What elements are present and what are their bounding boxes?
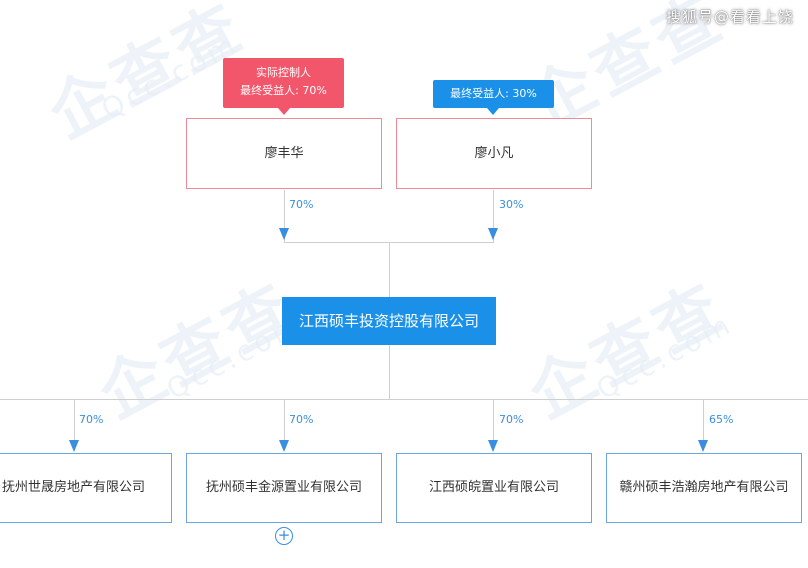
shareholder-name: 廖丰华 (264, 145, 304, 161)
shareholder-name: 廖小凡 (474, 145, 514, 161)
arrow-down-icon (488, 440, 498, 452)
share-percent: 70% (79, 413, 104, 426)
subsidiary-name: 抚州硕丰金源置业有限公司 (205, 480, 362, 495)
connector-sub1 (74, 399, 75, 440)
expand-plus-icon[interactable]: + (275, 527, 293, 545)
tag-beneficiary: 最终受益人: 30% (433, 80, 554, 108)
sohu-watermark: 搜狐号@看看上饶 (665, 8, 794, 26)
subsidiary-name: 赣州硕丰浩瀚房地产有限公司 (619, 480, 789, 495)
subsidiary-node[interactable]: 赣州硕丰浩瀚房地产有限公司 (606, 453, 802, 523)
connector-sub3 (493, 399, 494, 440)
share-percent: 70% (499, 413, 524, 426)
connector-sh2 (493, 190, 494, 242)
company-node[interactable]: 江西硕丰投资控股有限公司 (282, 297, 496, 345)
arrow-down-icon (698, 440, 708, 452)
subsidiary-node[interactable]: 江西硕皖置业有限公司 (396, 453, 592, 523)
connector-bottom-bar (0, 399, 808, 400)
arrow-down-icon (69, 440, 79, 452)
tag-pointer-blue (487, 108, 499, 115)
share-percent: 65% (709, 413, 734, 426)
connector-main-in (389, 242, 390, 297)
share-percent: 70% (289, 198, 314, 211)
connector-sub4 (703, 399, 704, 440)
share-percent: 30% (499, 198, 524, 211)
arrow-down-icon (488, 228, 498, 240)
tag-line: 最终受益人: 30% (450, 87, 537, 100)
share-percent: 70% (289, 413, 314, 426)
subsidiary-name: 江西硕皖置业有限公司 (428, 480, 559, 495)
connector-main-out (389, 345, 390, 399)
tag-line-1: 实际控制人 (256, 66, 311, 79)
shareholder-node[interactable]: 廖丰华 (186, 118, 382, 189)
arrow-down-icon (279, 440, 289, 452)
shareholder-node[interactable]: 廖小凡 (396, 118, 592, 189)
subsidiary-name: 抚州世晟房地产有限公司 (1, 480, 145, 495)
subsidiary-node[interactable]: 抚州世晟房地产有限公司 (0, 453, 172, 523)
connector-sh1 (284, 190, 285, 242)
tag-actual-controller: 实际控制人 最终受益人: 70% (223, 58, 344, 108)
company-name: 江西硕丰投资控股有限公司 (298, 312, 479, 330)
tag-pointer-red (278, 108, 290, 115)
tag-line-2: 最终受益人: 70% (240, 84, 327, 97)
subsidiary-node[interactable]: 抚州硕丰金源置业有限公司 (186, 453, 382, 523)
arrow-down-icon (279, 228, 289, 240)
connector-sub2 (284, 399, 285, 440)
